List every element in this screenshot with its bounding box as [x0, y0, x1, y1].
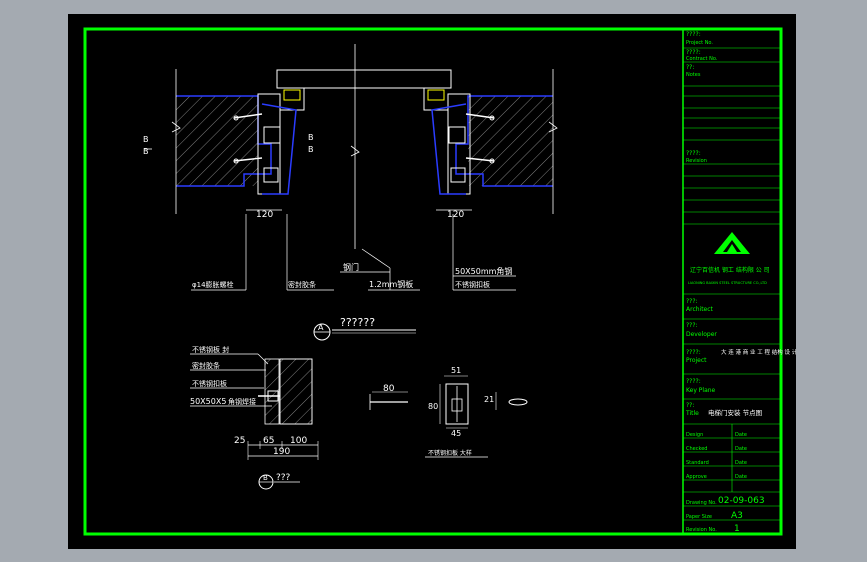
dim-right-120: 120 — [447, 210, 464, 220]
label-steel-door: 钢门 — [343, 262, 359, 272]
tb-contract-no-en: Contract No. — [686, 56, 718, 62]
tb-paper-size: A3 — [731, 511, 743, 521]
tb-title-value: 电梯门安装 节点图 — [708, 408, 762, 417]
tb-project-cn: ????: — [686, 349, 701, 356]
plate-detail: 80 51 80 45 21 不锈钢扣板 大样 — [369, 366, 528, 458]
tb-notes-en: Notes — [686, 72, 701, 78]
left-wall — [171, 69, 272, 214]
tb-project-no-en: Project No. — [686, 40, 713, 46]
tb-drawing-no: 02-09-063 — [718, 496, 765, 506]
tb-design-date: Date — [735, 432, 747, 438]
right-door-jamb — [423, 88, 495, 195]
label-angle-steel: 50X50mm角钢 — [455, 266, 512, 276]
detail-b-heading: ??? — [276, 473, 291, 483]
label-seal-strip: 密封胶条 — [288, 280, 316, 289]
tb-drawing-no-en: Drawing No. — [686, 500, 717, 506]
plan-section: B B B B 120 120 钢门 φ14膨胀螺栓 密封胶条 1.2mm钢板 … — [143, 44, 558, 291]
drawing-sheet: B B B B 120 120 钢门 φ14膨胀螺栓 密封胶条 1.2mm钢板 … — [68, 14, 796, 549]
tb-architect-en: Architect — [686, 306, 714, 313]
plate-dim-45: 45 — [451, 429, 461, 438]
label-ss-cover: 不锈钢扣板 — [455, 280, 490, 289]
tb-title-cn: ??: — [686, 402, 694, 409]
dim-100: 100 — [290, 436, 307, 446]
tb-checked-date: Date — [735, 446, 747, 452]
tb-contract-no-cn: ????: — [686, 49, 701, 56]
dim-65: 65 — [263, 436, 274, 446]
detail-b: 不锈钢板 封 密封胶条 不锈钢扣板 50X50X5 角钢焊接 25 65 100… — [190, 345, 319, 490]
tb-notes-cn: ??: — [686, 64, 694, 71]
tb-paper-size-en: Paper Size — [686, 514, 712, 520]
dim-190: 190 — [273, 447, 290, 457]
tb-checked: Checked — [686, 446, 707, 452]
tb-design: Design — [686, 432, 703, 438]
detail-label-3: 不锈钢扣板 — [192, 379, 227, 388]
plate-dim-80v: 80 — [428, 402, 438, 411]
tb-keyplan-en: Key Plane — [686, 387, 716, 394]
plate-dim-80: 80 — [383, 384, 395, 394]
section-a-letter: A — [318, 323, 324, 332]
label-steel-plate: 1.2mm钢板 — [369, 279, 413, 289]
tb-project-en: Project — [686, 357, 707, 364]
section-mark-b-right-2: B — [308, 145, 314, 154]
tb-title-en: Title — [685, 410, 699, 417]
plate-caption: 不锈钢扣板 大样 — [428, 449, 472, 457]
tb-developer-cn: ???: — [686, 322, 698, 329]
tb-developer-en: Developer — [686, 331, 717, 338]
tb-approve: Approve — [686, 474, 707, 480]
detail-label-1: 不锈钢板 封 — [192, 345, 229, 354]
section-mark-b-right: B — [308, 133, 314, 142]
title-block: ????: Project No. ????: Contract No. ??:… — [682, 28, 796, 535]
plate-dim-21: 21 — [484, 395, 494, 404]
tb-revision-no: 1 — [734, 524, 740, 534]
plate-dim-51: 51 — [451, 366, 461, 375]
company-logo — [714, 232, 750, 254]
detail-b-letter: B — [263, 474, 268, 482]
tb-keyplan-cn: ????: — [686, 378, 701, 385]
tb-project-value: 大 连 港 商 业 工 程 结构 设 计 改 造 工 程 — [721, 348, 796, 356]
section-a-title: A ?????? — [313, 316, 416, 341]
detail-label-4b: 角钢焊接 — [228, 397, 256, 406]
dim-25: 25 — [234, 436, 245, 446]
cad-drawing: B B B B 120 120 钢门 φ14膨胀螺栓 密封胶条 1.2mm钢板 … — [83, 27, 796, 536]
tb-revision-cn: ????: — [686, 150, 701, 157]
dim-left-120: 120 — [256, 210, 273, 220]
section-mark-b-left-2: B — [143, 147, 149, 156]
right-wall — [455, 69, 558, 214]
detail-label-2: 密封胶条 — [192, 361, 220, 370]
section-mark-b-left: B — [143, 135, 149, 144]
tb-company-en: LIAONING BAIXIN STEEL STRUCTURE CO.,LTD — [688, 281, 767, 285]
tb-standard: Standard — [686, 460, 709, 466]
detail-label-4: 50X50X5 — [190, 397, 226, 406]
tb-project-no-cn: ????: — [686, 31, 701, 38]
tb-revision-en: Revision — [686, 158, 707, 164]
tb-approve-date: Date — [735, 474, 747, 480]
tb-company-cn: 辽宁百信机 钢工 结构限 公 司 — [690, 266, 770, 274]
tb-architect-cn: ???: — [686, 298, 698, 305]
section-a-heading: ?????? — [340, 316, 375, 329]
tb-revision-no-en: Revision No. — [686, 527, 717, 533]
label-expansion-bolt: φ14膨胀螺栓 — [192, 280, 234, 289]
tb-standard-date: Date — [735, 460, 747, 466]
header-beam — [276, 69, 452, 89]
left-door-jamb — [233, 88, 305, 195]
